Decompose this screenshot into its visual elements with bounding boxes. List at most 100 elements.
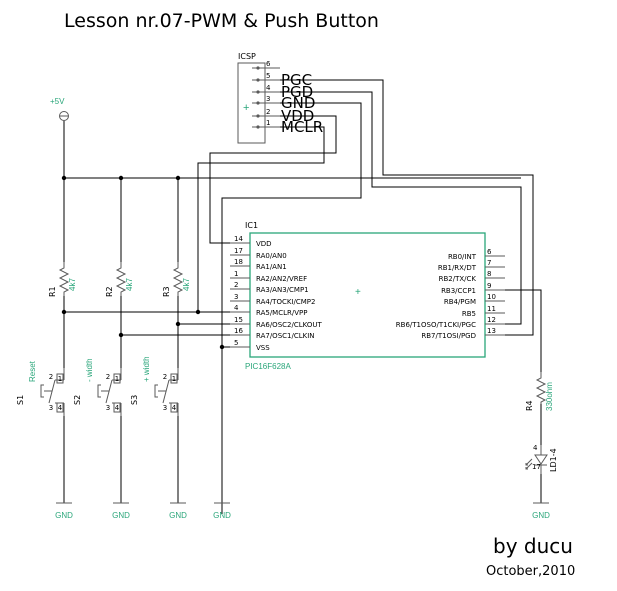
push-button-pin-number: 3 bbox=[49, 404, 53, 412]
junction-dot bbox=[118, 175, 124, 181]
wire-icsp-mclr bbox=[197, 126, 325, 313]
ic1-pin-number: 15 bbox=[234, 316, 243, 324]
resistor-r3: R3 4k7 bbox=[162, 262, 191, 297]
ic1-pin-number: 2 bbox=[234, 281, 238, 289]
ic1-pin-number: 11 bbox=[487, 305, 496, 313]
ic1-pin-number: 3 bbox=[234, 293, 238, 301]
ic1-pin-number: 6 bbox=[487, 248, 492, 256]
ic1-pin-label: RB3/CCP1 bbox=[441, 287, 476, 295]
ic1-pin-number: 7 bbox=[487, 259, 491, 267]
ic1-pin-number: 8 bbox=[487, 270, 491, 278]
ground-label: GND bbox=[112, 511, 130, 520]
wire-icsp-pgd bbox=[280, 91, 522, 325]
junction-dot bbox=[195, 309, 201, 315]
push-button-name: S3 bbox=[130, 395, 139, 405]
ic1-pin-label: RB1/RX/DT bbox=[438, 264, 477, 272]
ic1-pin-number: 10 bbox=[487, 293, 496, 301]
push-button-name: S1 bbox=[16, 395, 25, 405]
wire-icsp-gnd bbox=[221, 102, 362, 514]
led-light-arrows bbox=[525, 458, 533, 470]
led-body bbox=[534, 445, 548, 474]
ic1-pin-label: RA1/AN1 bbox=[256, 263, 287, 271]
led-pin-anode: 4 bbox=[533, 444, 538, 452]
icsp-pin-number: 5 bbox=[266, 72, 270, 80]
resistor-r4-body bbox=[535, 372, 547, 404]
ic1-pin-label: RA6/OSC2/CLKOUT bbox=[256, 321, 322, 329]
push-button-pin-number: 2 bbox=[106, 373, 110, 381]
icsp-pin-dot bbox=[256, 78, 260, 82]
power-symbol: +5V bbox=[50, 97, 69, 121]
icsp-name: ICSP bbox=[238, 52, 256, 61]
icsp-pin-dot bbox=[256, 66, 260, 70]
junctions bbox=[61, 175, 225, 350]
push-button-pin-number: 1 bbox=[58, 375, 62, 383]
junction-dot bbox=[175, 321, 181, 327]
resistor-r4-value: 330ohm bbox=[545, 382, 554, 411]
author-label: by ducu bbox=[493, 534, 573, 558]
ic1-pin-number: 16 bbox=[234, 327, 243, 335]
ic1-pin-label: VDD bbox=[256, 240, 272, 248]
wire-icsp-vdd bbox=[209, 115, 337, 244]
push-button-pin-number: 1 bbox=[115, 375, 119, 383]
ic1-pin-label: RB7/T1OSI/PGD bbox=[421, 332, 476, 340]
ic1-part-number: PIC16F628A bbox=[245, 362, 291, 371]
resistor-r3-value: 4k7 bbox=[182, 278, 191, 291]
icsp-pin-number: 4 bbox=[266, 84, 271, 92]
ic1-pin-label: RB4/PGM bbox=[444, 298, 476, 306]
ic1-pin-number: 12 bbox=[487, 316, 496, 324]
resistor-r3-name: R3 bbox=[162, 286, 171, 297]
ground-symbol: GND bbox=[532, 502, 550, 520]
wire-r2-width-minus bbox=[120, 296, 230, 368]
junction-dot bbox=[219, 344, 225, 350]
power-label: +5V bbox=[50, 97, 65, 106]
push-button-pin-number: 3 bbox=[163, 404, 167, 412]
push-button-pin-number: 1 bbox=[172, 375, 176, 383]
push-button-name: S2 bbox=[73, 395, 82, 405]
icsp-pin-number: 1 bbox=[266, 119, 270, 127]
ic1-pin-label: RB2/TX/CK bbox=[439, 275, 477, 283]
ic1-pin-number: 17 bbox=[234, 247, 243, 255]
wires bbox=[63, 79, 542, 514]
wire-icsp-pgc bbox=[280, 79, 534, 336]
junction-dot bbox=[61, 309, 67, 315]
ic1-pin-number: 18 bbox=[234, 258, 243, 266]
ic1-pin-number: 13 bbox=[487, 327, 496, 335]
junction-dot bbox=[61, 175, 67, 181]
schematic-title: Lesson nr.07-PWM & Push Button bbox=[64, 10, 379, 32]
push-button-pin-number: 2 bbox=[49, 373, 53, 381]
icsp-pin-number: 6 bbox=[266, 60, 271, 68]
icsp-pin-number: 2 bbox=[266, 108, 270, 116]
push-button-pin-number: 4 bbox=[115, 404, 120, 412]
ic1-microcontroller: IC1 PIC16F628A + 14VDD17RA0/AN018RA1/AN1… bbox=[230, 221, 505, 371]
date-label: October,2010 bbox=[486, 564, 575, 579]
ground-symbol: GND bbox=[169, 502, 187, 520]
ic1-pin-label: RA2/AN2/VREF bbox=[256, 275, 307, 283]
ground-symbol: GND bbox=[213, 502, 231, 520]
resistor-r2: R2 4k7 bbox=[105, 262, 134, 297]
push-button-pin-number: 3 bbox=[106, 404, 110, 412]
icsp-pin-dot bbox=[256, 125, 260, 129]
resistor-r1-name: R1 bbox=[48, 286, 57, 297]
resistor-r1: R1 4k7 bbox=[48, 262, 77, 297]
ic1-pin-label: RB6/T1OSO/T1CKI/PGC bbox=[396, 321, 476, 329]
push-button-pin-box bbox=[170, 373, 178, 384]
ic1-pin-label: RA4/TOCKI/CMP2 bbox=[256, 298, 315, 306]
icsp-origin-mark: + bbox=[243, 102, 249, 114]
resistor-r3-body bbox=[172, 262, 184, 296]
ground-label: GND bbox=[169, 511, 187, 520]
ic1-pin-number: 1 bbox=[234, 270, 238, 278]
ic1-pin-label: RA3/AN3/CMP1 bbox=[256, 286, 309, 294]
ic1-pin-number: 9 bbox=[487, 282, 491, 290]
ic1-pin-label: RA0/AN0 bbox=[256, 252, 287, 260]
resistor-r4: R4 330ohm bbox=[525, 372, 554, 411]
ground-label: GND bbox=[55, 511, 73, 520]
led-name: LD1-4 bbox=[549, 448, 558, 472]
resistor-r2-value: 4k7 bbox=[125, 278, 134, 291]
ic1-body bbox=[249, 232, 486, 358]
push-button-pin-box bbox=[56, 402, 64, 413]
